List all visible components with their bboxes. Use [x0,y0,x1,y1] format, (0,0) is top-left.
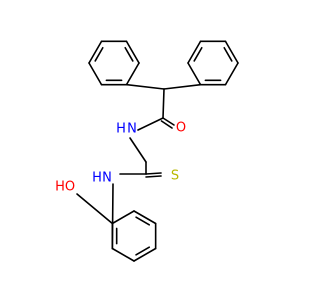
phenyl-right-ring-inner-bond [193,46,203,62]
nh-to-thio-carbon-bond [129,137,147,163]
amide-nh-hydrogen-label: H [116,122,126,137]
phenyl-left-ring-inner-bond [94,46,104,62]
hydroxyphenyl-ring-bond [133,247,157,262]
hydroxyphenyl-ring-inner-bond [135,246,151,256]
ring-to-hydroxyl-bond [76,193,114,225]
thione-double-bond-a [145,172,162,175]
phenyl-right-ring-bond [187,40,202,64]
phenyl-right-ring-inner-bond [223,46,233,62]
amide-nitrogen-label: N [127,122,137,137]
hydroxyphenyl-ring-bond [111,210,135,225]
hydroxyl-hydrogen-label: H [55,180,65,195]
bonds-group [76,40,239,262]
phenyl-left-ring-bond [88,62,103,86]
carbonyl-to-nh-bond [137,117,164,131]
ch-to-left-phenyl-bond [125,83,165,90]
sulfur-label: S [171,169,179,184]
thione-double-bond-b [145,175,162,178]
nh-to-ring-bond [111,183,114,250]
hydroxyphenyl-ring-bond [111,247,135,262]
carbonyl-double-bond-b [160,120,173,129]
hydroxyphenyl-ring-bond [133,210,157,225]
carbonyl-double-bond-a [162,117,175,126]
ch-to-carbonyl-bond [162,88,165,119]
phenyl-left-ring-bond [88,40,103,64]
phenyl-left-ring-bond [125,40,140,64]
phenyl-right-ring-bond [187,62,202,86]
thio-nitrogen-label: N [102,171,112,186]
phenyl-right-ring-bond [224,40,239,64]
thio-nh-hydrogen-label: H [92,171,102,186]
phenyl-left-ring-inner-bond [124,46,134,62]
hydroxyphenyl-ring-inner-bond [135,216,151,226]
phenyl-left-ring-bond [125,62,140,86]
phenyl-right-ring-bond [224,62,239,86]
ch-to-right-phenyl-bond [163,83,202,90]
amide-oxygen-label: O [176,121,186,136]
hydroxyl-oxygen-label: O [65,180,75,195]
